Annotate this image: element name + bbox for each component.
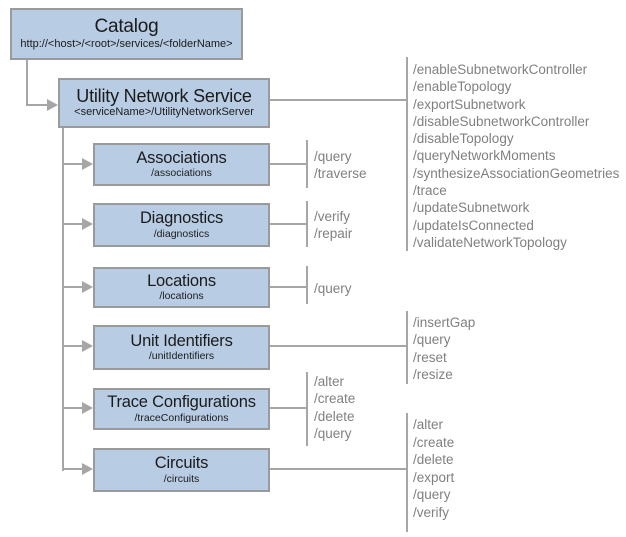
unit-identifiers-subtitle: /unitIdentifiers: [148, 350, 215, 363]
associations-node: Associations /associations: [93, 143, 270, 186]
operation: /create: [413, 434, 455, 450]
service-title: Utility Network Service: [76, 86, 252, 107]
operation: /synthesizeAssociationGeometries: [413, 165, 620, 181]
diagnostics-subtitle: /diagnostics: [153, 227, 210, 240]
associations-operations-list: /query /traverse: [314, 148, 367, 183]
connector-catalog-elbow: [26, 104, 47, 106]
connector-trace-configurations-ops: [270, 407, 307, 409]
operation: /alter: [314, 374, 345, 389]
operation: /query: [413, 487, 451, 503]
unit-identifiers-operations-list: /insertGap /query /reset /resize: [413, 314, 475, 383]
operation: /queryNetworkMoments: [413, 148, 556, 164]
operation: /verify: [314, 209, 351, 224]
ops-bar-associations: [306, 140, 308, 188]
connector-service-ops: [270, 99, 407, 101]
operation: /query: [314, 149, 352, 164]
connector-circuits-ops: [270, 468, 407, 470]
operation: /verify: [413, 504, 450, 520]
service-operations-list: /enableSubnetworkController /enableTopol…: [413, 61, 619, 251]
locations-node: Locations /locations: [93, 267, 270, 308]
circuits-title: Circuits: [154, 454, 209, 473]
unit-identifiers-title: Unit Identifiers: [130, 331, 233, 350]
operation: /enableTopology: [413, 79, 512, 95]
operation: /updateSubnetwork: [413, 200, 530, 216]
operation: /repair: [314, 226, 353, 242]
ops-bar-unit-identifiers: [406, 311, 408, 384]
associations-title: Associations: [136, 148, 227, 167]
utility-network-service-node: Utility Network Service <serviceName>/Ut…: [58, 78, 270, 128]
operation: /exportSubnetwork: [413, 96, 526, 112]
ops-bar-locations: [306, 266, 308, 304]
branch-diagnostics: [62, 223, 83, 225]
branch-associations: [62, 163, 83, 165]
circuits-operations-list: /alter /create /delete /export /query /v…: [413, 416, 454, 522]
connector-diagnostics-ops: [270, 223, 307, 225]
connector-associations-ops: [270, 163, 307, 165]
arrow-to-unit-identifiers-icon: [82, 340, 93, 352]
operation: /insertGap: [413, 315, 476, 330]
arrow-to-locations-icon: [82, 281, 93, 293]
catalog-node: Catalog http://<host>/<root>/services/<f…: [10, 8, 243, 60]
connector-locations-ops: [270, 286, 307, 288]
circuits-subtitle: /circuits: [163, 472, 200, 485]
trace-configurations-node: Trace Configurations /traceConfiguration…: [93, 388, 270, 430]
operation: /query: [314, 281, 352, 296]
operation: /validateNetworkTopology: [413, 234, 567, 250]
associations-subtitle: /associations: [151, 167, 212, 180]
locations-subtitle: /locations: [159, 290, 204, 303]
ops-bar-trace-configurations: [306, 372, 308, 446]
arrow-to-trace-configurations-icon: [82, 402, 93, 414]
operation: /query: [413, 332, 451, 348]
trace-configurations-operations-list: /alter /create /delete /query: [314, 373, 355, 442]
ops-bar-diagnostics: [306, 201, 308, 247]
connector-catalog-drop: [26, 60, 28, 106]
operation: /reset: [413, 349, 447, 365]
branch-locations: [62, 286, 83, 288]
operation: /trace: [413, 183, 447, 199]
diagnostics-node: Diagnostics /diagnostics: [93, 203, 270, 247]
operation: /disableTopology: [413, 131, 514, 147]
branch-unit-identifiers: [62, 345, 83, 347]
operation: /resize: [413, 366, 453, 382]
unit-identifiers-node: Unit Identifiers /unitIdentifiers: [93, 325, 270, 370]
operation: /query: [314, 425, 352, 441]
ops-bar-service: [406, 57, 408, 251]
diagnostics-title: Diagnostics: [139, 209, 224, 228]
arrow-to-associations-icon: [82, 158, 93, 170]
branch-circuits: [62, 468, 83, 470]
operation: /delete: [413, 452, 454, 468]
operation: /updateIsConnected: [413, 217, 534, 233]
diagnostics-operations-list: /verify /repair: [314, 208, 352, 243]
operation: /traverse: [314, 166, 367, 182]
ops-bar-circuits: [406, 413, 408, 532]
connector-unit-identifiers-ops: [270, 345, 407, 347]
catalog-subtitle: http://<host>/<root>/services/<folderNam…: [20, 37, 233, 50]
catalog-title: Catalog: [94, 16, 159, 38]
arrow-to-circuits-icon: [82, 463, 93, 475]
operation: /alter: [413, 417, 444, 432]
operation: /create: [314, 391, 356, 407]
operation: /delete: [314, 408, 355, 424]
trace-configurations-subtitle: /traceConfigurations: [134, 411, 229, 424]
connector-trunk: [62, 128, 64, 471]
operation: /enableSubnetworkController: [413, 62, 588, 77]
trace-configurations-title: Trace Configurations: [107, 393, 256, 412]
service-subtitle: <serviceName>/UtilityNetworkServer: [74, 106, 254, 119]
operation: /export: [413, 469, 455, 485]
operation: /disableSubnetworkController: [413, 113, 590, 129]
locations-title: Locations: [147, 271, 216, 290]
arrow-to-diagnostics-icon: [82, 218, 93, 230]
arrow-to-service-icon: [47, 99, 58, 111]
locations-operations-list: /query: [314, 280, 352, 297]
branch-trace-configurations: [62, 407, 83, 409]
circuits-node: Circuits /circuits: [93, 448, 270, 492]
